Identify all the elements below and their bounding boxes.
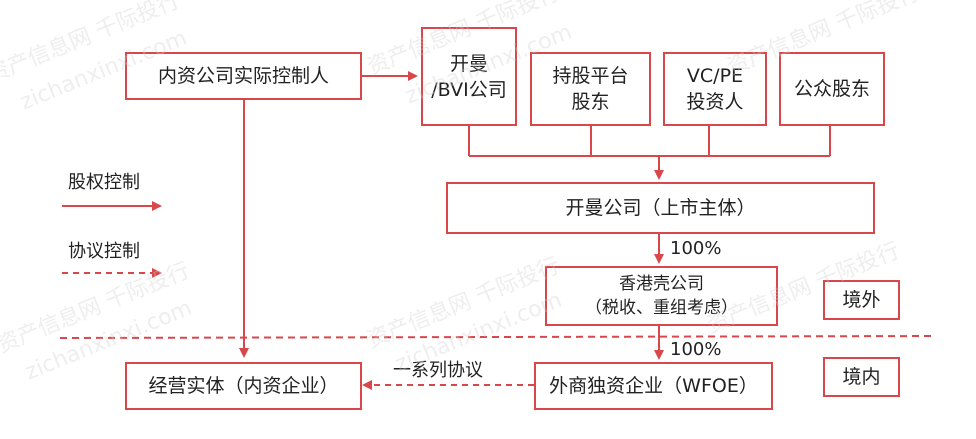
node-public-shareholders: 公众股东 bbox=[779, 52, 885, 126]
node-wfoe-label: 外商独资企业（WFOE） bbox=[549, 375, 758, 397]
edge-label-pct-hk: 100% bbox=[670, 238, 722, 259]
legend-agreement-label: 协议控制 bbox=[68, 241, 140, 262]
region-onshore-badge: 境内 bbox=[823, 357, 900, 397]
node-public-shareholders-label: 公众股东 bbox=[793, 78, 870, 100]
node-hk-shell-line2: （税收、重组考虑） bbox=[585, 298, 738, 318]
node-kaiman-bvi-line2: /BVI公司 bbox=[431, 78, 507, 101]
node-domestic-controller: 内资公司实际控制人 bbox=[125, 52, 362, 100]
edge-label-agreements: 一系列协议 bbox=[393, 360, 483, 381]
node-holding-platform-line1: 持股平台 bbox=[552, 65, 629, 87]
node-domestic-controller-label: 内资公司实际控制人 bbox=[157, 65, 329, 87]
node-hk-shell-line1: 香港壳公司 bbox=[619, 274, 704, 294]
node-vcpe-investors: VC/PE 投资人 bbox=[663, 52, 767, 126]
node-listed-entity: 开曼公司（上市主体） bbox=[446, 182, 875, 234]
region-offshore-label: 境外 bbox=[842, 289, 881, 311]
node-wfoe: 外商独资企业（WFOE） bbox=[534, 362, 773, 410]
region-offshore-badge: 境外 bbox=[823, 280, 900, 320]
node-vcpe-investors-line2: 投资人 bbox=[686, 91, 744, 113]
node-hk-shell: 香港壳公司 （税收、重组考虑） bbox=[545, 266, 778, 326]
boundary-line bbox=[59, 335, 936, 339]
node-operating-entity-label: 经营实体（内资企业） bbox=[148, 375, 339, 397]
node-kaiman-bvi-line1: 开曼 bbox=[449, 52, 488, 75]
node-holding-platform: 持股平台 股东 bbox=[530, 52, 651, 126]
node-vcpe-investors-line1: VC/PE bbox=[686, 65, 744, 87]
node-operating-entity: 经营实体（内资企业） bbox=[125, 362, 362, 410]
legend-equity-label: 股权控制 bbox=[68, 172, 140, 193]
region-onshore-label: 境内 bbox=[842, 366, 881, 388]
edge-label-pct-wfoe: 100% bbox=[670, 339, 722, 360]
node-listed-entity-label: 开曼公司（上市主体） bbox=[565, 197, 756, 219]
node-kaiman-bvi: 开曼 /BVI公司 bbox=[421, 27, 517, 126]
node-holding-platform-line2: 股东 bbox=[571, 91, 610, 113]
